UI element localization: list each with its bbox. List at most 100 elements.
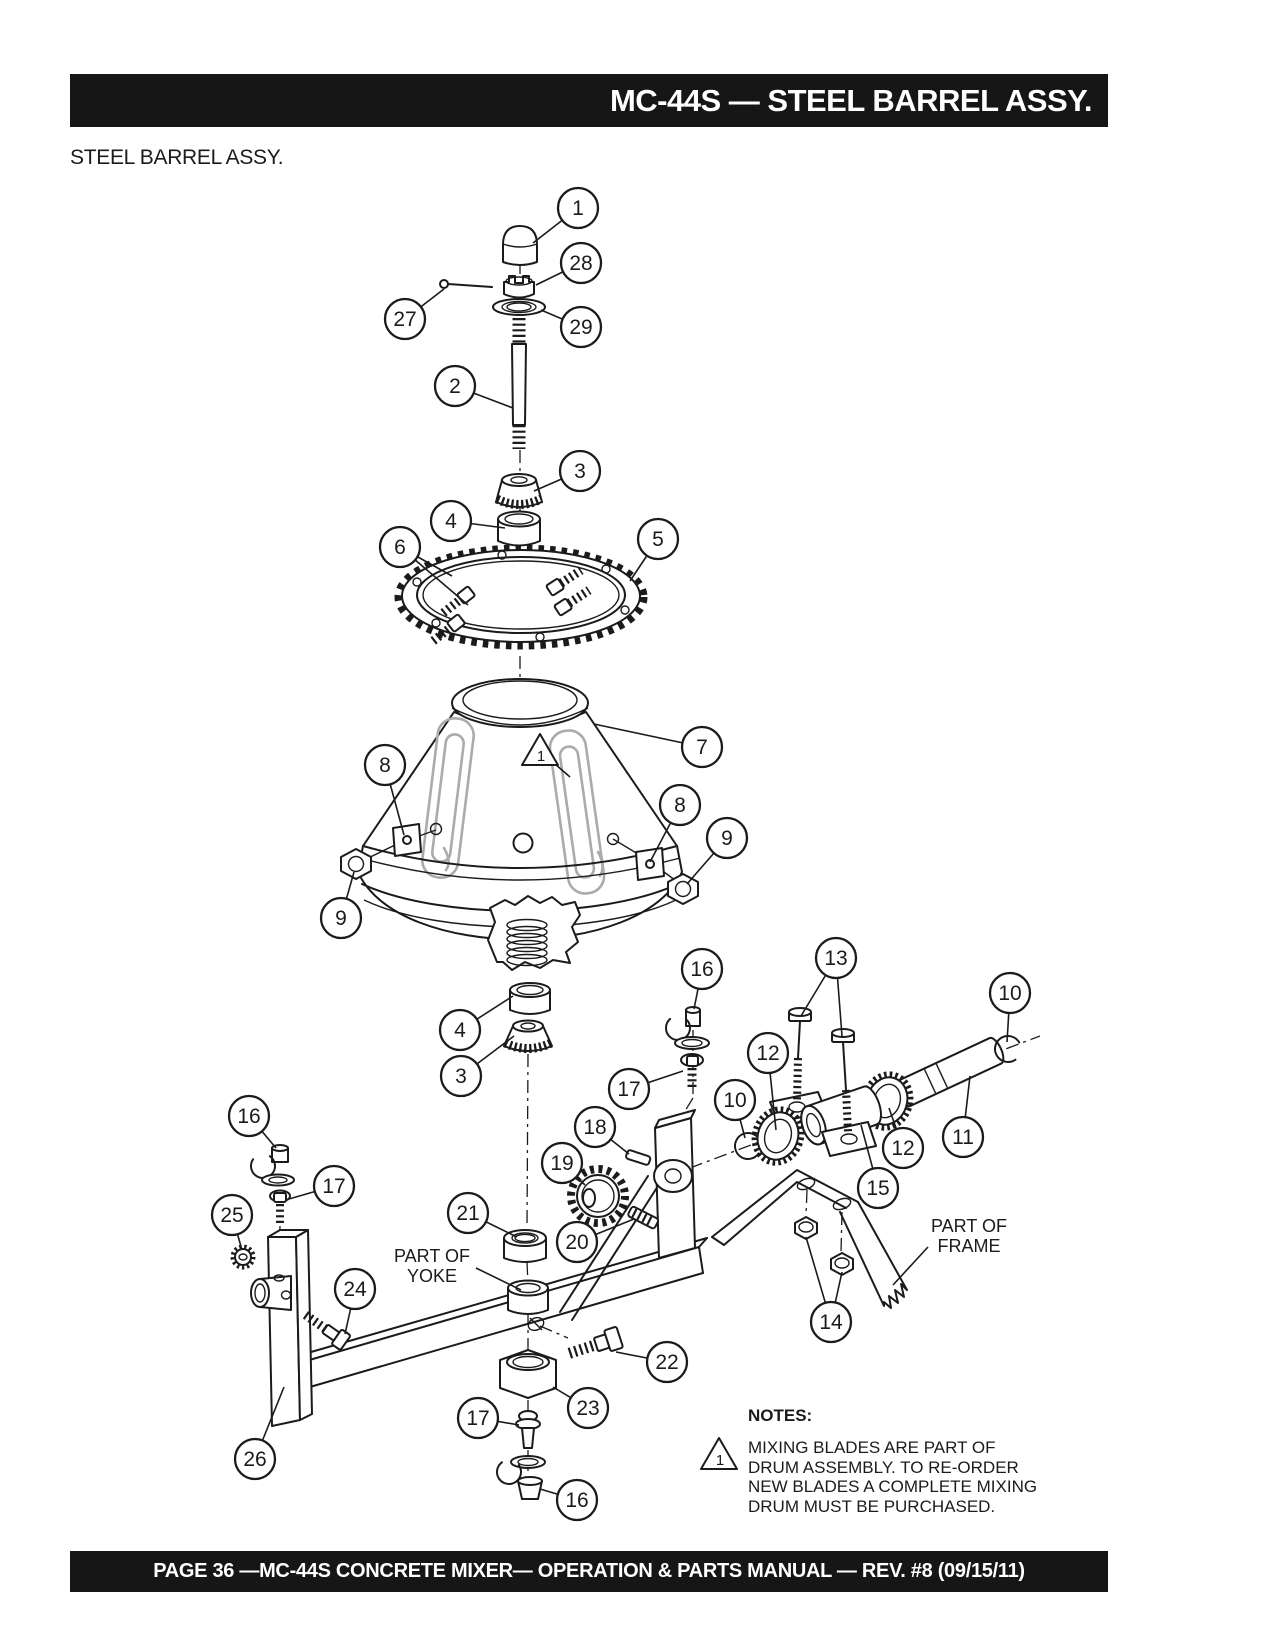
callout-10-number: 10: [723, 1089, 746, 1112]
callout-29-circle: [559, 305, 603, 349]
warning-flag-number: 1: [716, 1452, 724, 1469]
callout-17-number: 17: [466, 1407, 489, 1430]
frame-corner-part: [711, 1169, 908, 1309]
bolt-22-part: [567, 1326, 624, 1359]
warning-flag-number: 1: [537, 748, 545, 765]
callout-11-number: 11: [952, 1126, 974, 1149]
callout-25-circle: [210, 1193, 254, 1237]
callout-19-number: 19: [550, 1152, 573, 1175]
part-of-yoke-label: YOKE: [407, 1266, 457, 1286]
callout-8-number: 8: [379, 754, 391, 777]
cotter-pin-part: [439, 279, 493, 289]
callout-12-number: 12: [891, 1137, 914, 1160]
callout-23-number: 23: [576, 1397, 599, 1420]
part-of-frame-label: FRAME: [938, 1236, 1001, 1256]
callout-17-circle: [607, 1067, 651, 1111]
diagram-subtitle: STEEL BARREL ASSY.: [70, 146, 284, 169]
yoke-left-boss: [250, 1274, 292, 1311]
callout-8-number: 8: [674, 794, 686, 817]
callout-5-number: 5: [652, 528, 664, 551]
warning-flag-triangle: [521, 733, 559, 766]
callout-18-circle: [573, 1105, 617, 1149]
bevel-gear-part-bottom: [503, 1019, 553, 1053]
callout-28-circle: [559, 241, 603, 285]
callout-16-number: 16: [237, 1105, 260, 1128]
bolt-24-part: [302, 1311, 351, 1351]
warning-flag-triangle: [700, 1437, 738, 1470]
callout-11-circle: [941, 1115, 985, 1159]
callout-29-number: 29: [569, 316, 592, 339]
callout-25-number: 25: [220, 1204, 243, 1227]
callout-22-number: 22: [655, 1351, 678, 1374]
callout-3-number: 3: [455, 1065, 467, 1088]
bushing-part-bottom: [509, 982, 551, 1015]
callout-6-circle: [378, 525, 422, 569]
callout-15-circle: [856, 1166, 900, 1210]
callout-10-number: 10: [998, 982, 1021, 1005]
callout-19-circle: [540, 1141, 584, 1185]
callout-4-circle: [438, 1008, 482, 1052]
callout-26-circle: [233, 1437, 277, 1481]
mixing-blades: [421, 717, 606, 895]
big-hex-nut-23: [499, 1349, 557, 1399]
callout-9-number: 9: [721, 827, 733, 850]
callout-1-circle: [556, 186, 600, 230]
callout-9-circle: [705, 816, 749, 860]
ring-gear-bolts: [430, 566, 592, 645]
grease-fitting-group-bottom: [496, 1410, 546, 1500]
callout-12-circle: [881, 1126, 925, 1170]
callout-5-circle: [636, 517, 680, 561]
callout-16-circle: [680, 947, 724, 991]
callout-18-number: 18: [583, 1116, 606, 1139]
mixing-drum-part: [357, 678, 683, 971]
part-of-frame-label: PART OF: [931, 1216, 1007, 1236]
callout-27-circle: [383, 297, 427, 341]
bearing-ring-left: [751, 1106, 805, 1166]
bevel-gear-part-top: [494, 473, 544, 509]
callout-14-circle: [809, 1300, 853, 1344]
mount-plates-and-nuts: [340, 823, 699, 905]
callout-9-number: 9: [335, 907, 347, 930]
cap-part: [502, 225, 538, 266]
callout-17-number: 17: [617, 1078, 640, 1101]
callout-12-number: 12: [756, 1042, 779, 1065]
callout-7-circle: [680, 725, 724, 769]
snap-ring-right: [994, 1035, 1022, 1063]
callout-24-number: 24: [343, 1278, 367, 1301]
grease-fitting-group-left: [250, 1144, 295, 1224]
callout-8-circle: [658, 783, 702, 827]
callout-3-circle: [558, 449, 602, 493]
callout-4-number: 4: [445, 510, 457, 533]
frame-nut-lower: [830, 1252, 854, 1276]
callout-17-circle: [312, 1164, 356, 1208]
page-header-bar: MC-44S — STEEL BARREL ASSY.: [70, 74, 1108, 127]
callout-21-circle: [446, 1191, 490, 1235]
bushing-part-top: [497, 510, 541, 547]
callout-21-number: 21: [456, 1202, 479, 1225]
page-footer-bar: PAGE 36 —MC-44S CONCRETE MIXER— OPERATIO…: [70, 1551, 1108, 1592]
callout-2-circle: [433, 364, 477, 408]
callout-6-number: 6: [394, 536, 406, 559]
callout-15-number: 15: [866, 1177, 889, 1200]
callout-12-circle: [746, 1031, 790, 1075]
callout-23-circle: [566, 1386, 610, 1430]
flange-bolts-13: [788, 1007, 855, 1133]
callout-4-number: 4: [454, 1019, 466, 1042]
callout-20-number: 20: [565, 1231, 588, 1254]
callout-17-number: 17: [322, 1175, 345, 1198]
callout-3-circle: [439, 1054, 483, 1098]
washer-part-29: [492, 298, 546, 316]
notes-heading: NOTES:: [748, 1406, 813, 1425]
page-title: MC-44S — STEEL BARREL ASSY.: [609, 82, 1093, 118]
footer-text: PAGE 36 —MC-44S CONCRETE MIXER— OPERATIO…: [153, 1560, 1025, 1582]
callout-28-number: 28: [569, 252, 592, 275]
yoke-weldment-part: [250, 1109, 708, 1427]
frame-nut-upper: [794, 1216, 818, 1240]
callout-17-circle: [456, 1396, 500, 1440]
callout-20-circle: [555, 1220, 599, 1264]
small-gear-part: [567, 1165, 629, 1227]
ring-gear-part: [394, 544, 648, 650]
